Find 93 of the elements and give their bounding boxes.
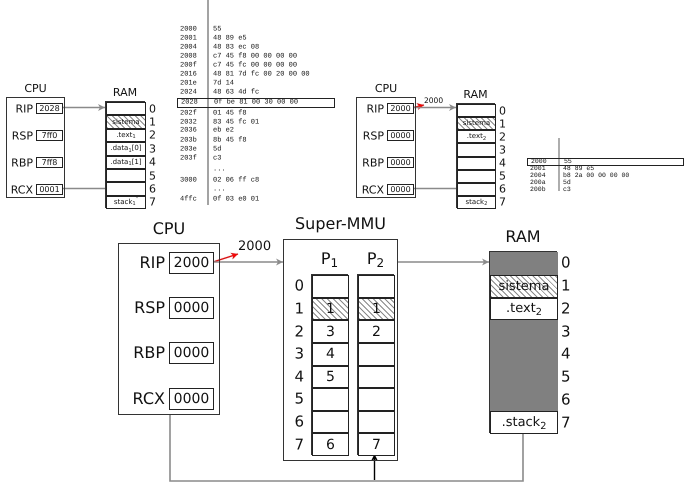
page-table-cell bbox=[358, 433, 395, 456]
cell-text: 2000 bbox=[174, 256, 210, 270]
box-title: RAM bbox=[463, 89, 488, 100]
cell-text: 5 bbox=[326, 370, 335, 384]
row-number: 4 bbox=[561, 346, 571, 362]
cell-text: 0000 bbox=[390, 158, 411, 166]
row-number: 5 bbox=[294, 392, 304, 407]
row-number: 6 bbox=[561, 392, 571, 408]
cell-text: 2 bbox=[372, 324, 381, 339]
row-number: 0 bbox=[294, 278, 304, 294]
row-number: 5 bbox=[149, 170, 156, 182]
row-number: 7 bbox=[294, 437, 304, 452]
row-number: RCX bbox=[132, 391, 165, 407]
row-number: 0 bbox=[561, 256, 571, 271]
row-number: 4 bbox=[149, 156, 156, 168]
cell-text: 7ff0 bbox=[42, 132, 58, 140]
box-title: CPU bbox=[374, 83, 398, 94]
cell-text: .text$_{2}$ bbox=[506, 302, 542, 316]
page-table-cell bbox=[358, 275, 395, 298]
cell-text: 1 bbox=[326, 302, 335, 316]
row-number: 1 bbox=[499, 118, 506, 130]
box-title: P$_{1}$ bbox=[320, 251, 338, 267]
box-title: P$_{2}$ bbox=[366, 251, 384, 267]
row-number: 4 bbox=[499, 158, 506, 169]
row-number: 5 bbox=[561, 370, 571, 385]
row-number: 2 bbox=[499, 131, 506, 142]
row-number: 0 bbox=[499, 105, 506, 116]
page-table-cell bbox=[358, 342, 395, 366]
row-number: 2 bbox=[294, 324, 304, 340]
row-number: 6 bbox=[149, 183, 156, 194]
cell-text: 0001 bbox=[39, 186, 60, 194]
page-table-cell bbox=[358, 320, 395, 343]
row-number: 1 bbox=[149, 116, 156, 128]
row-number: RBP bbox=[133, 345, 165, 361]
row-number: 7 bbox=[499, 196, 506, 208]
cell-text: 0000 bbox=[390, 186, 411, 194]
cell-text: 4 bbox=[326, 347, 335, 362]
page-table-cell bbox=[358, 298, 395, 320]
row-number: 3 bbox=[561, 324, 571, 340]
cell-text: 2028 bbox=[39, 104, 60, 112]
row-number: RSP bbox=[134, 300, 165, 316]
row-number: 1 bbox=[561, 278, 571, 294]
row-number: 1 bbox=[294, 301, 304, 316]
cell-text: 0000 bbox=[174, 301, 210, 315]
row-number: 2 bbox=[149, 130, 156, 141]
row-number: RSP bbox=[362, 130, 384, 141]
cell-text: 1 bbox=[372, 302, 381, 316]
row-number: 0 bbox=[149, 103, 156, 114]
box-title: Super-MMU bbox=[295, 216, 386, 232]
row-number: RBP bbox=[362, 157, 384, 168]
row-number: 2 bbox=[561, 301, 571, 316]
arrow bbox=[413, 104, 456, 111]
highlighted-row bbox=[177, 98, 335, 108]
page-table-cell bbox=[358, 366, 395, 388]
page-table-cell bbox=[358, 410, 395, 434]
arrow bbox=[213, 258, 283, 266]
box-title: CPU bbox=[152, 221, 186, 237]
row-number: RCX bbox=[10, 184, 33, 195]
arrow bbox=[212, 252, 238, 263]
arrow bbox=[398, 258, 489, 266]
row-number: RSP bbox=[12, 130, 33, 141]
row-number: 6 bbox=[499, 184, 506, 195]
cell-text: 0000 bbox=[174, 346, 210, 360]
row-number: RCX bbox=[362, 184, 384, 195]
cell-text: 6 bbox=[326, 438, 335, 452]
row-number: 3 bbox=[294, 346, 304, 362]
cell-text: sistema bbox=[498, 280, 550, 293]
box-title: RAM bbox=[112, 87, 138, 98]
cell-text: 0000 bbox=[174, 392, 210, 406]
row-number: 3 bbox=[499, 144, 506, 156]
cell-text: 7 bbox=[372, 438, 381, 452]
cell-text: 2000 bbox=[390, 104, 411, 112]
arrow bbox=[62, 104, 105, 111]
row-number: RBP bbox=[11, 157, 33, 168]
row-number: 7 bbox=[561, 415, 571, 430]
box-title: RAM bbox=[505, 229, 541, 245]
highlighted-row bbox=[527, 158, 684, 166]
cell-text: 3 bbox=[326, 324, 335, 339]
page-table-cell bbox=[358, 388, 395, 411]
box-title: CPU bbox=[24, 83, 47, 94]
cell-text: .stack$_{2}$ bbox=[502, 416, 546, 430]
row-number: 5 bbox=[499, 170, 506, 182]
row-number: 7 bbox=[149, 196, 156, 208]
row-number: RIP bbox=[140, 255, 165, 271]
row-number: 4 bbox=[294, 369, 304, 384]
address-label: 2000 bbox=[238, 240, 272, 253]
row-number: 6 bbox=[294, 414, 304, 430]
row-number: RIP bbox=[15, 103, 33, 114]
row-number: RIP bbox=[366, 103, 384, 114]
cell-text: 0000 bbox=[390, 132, 411, 140]
cell-text: 7ff8 bbox=[42, 158, 58, 166]
row-number: 3 bbox=[149, 143, 156, 154]
arrow bbox=[371, 454, 378, 480]
